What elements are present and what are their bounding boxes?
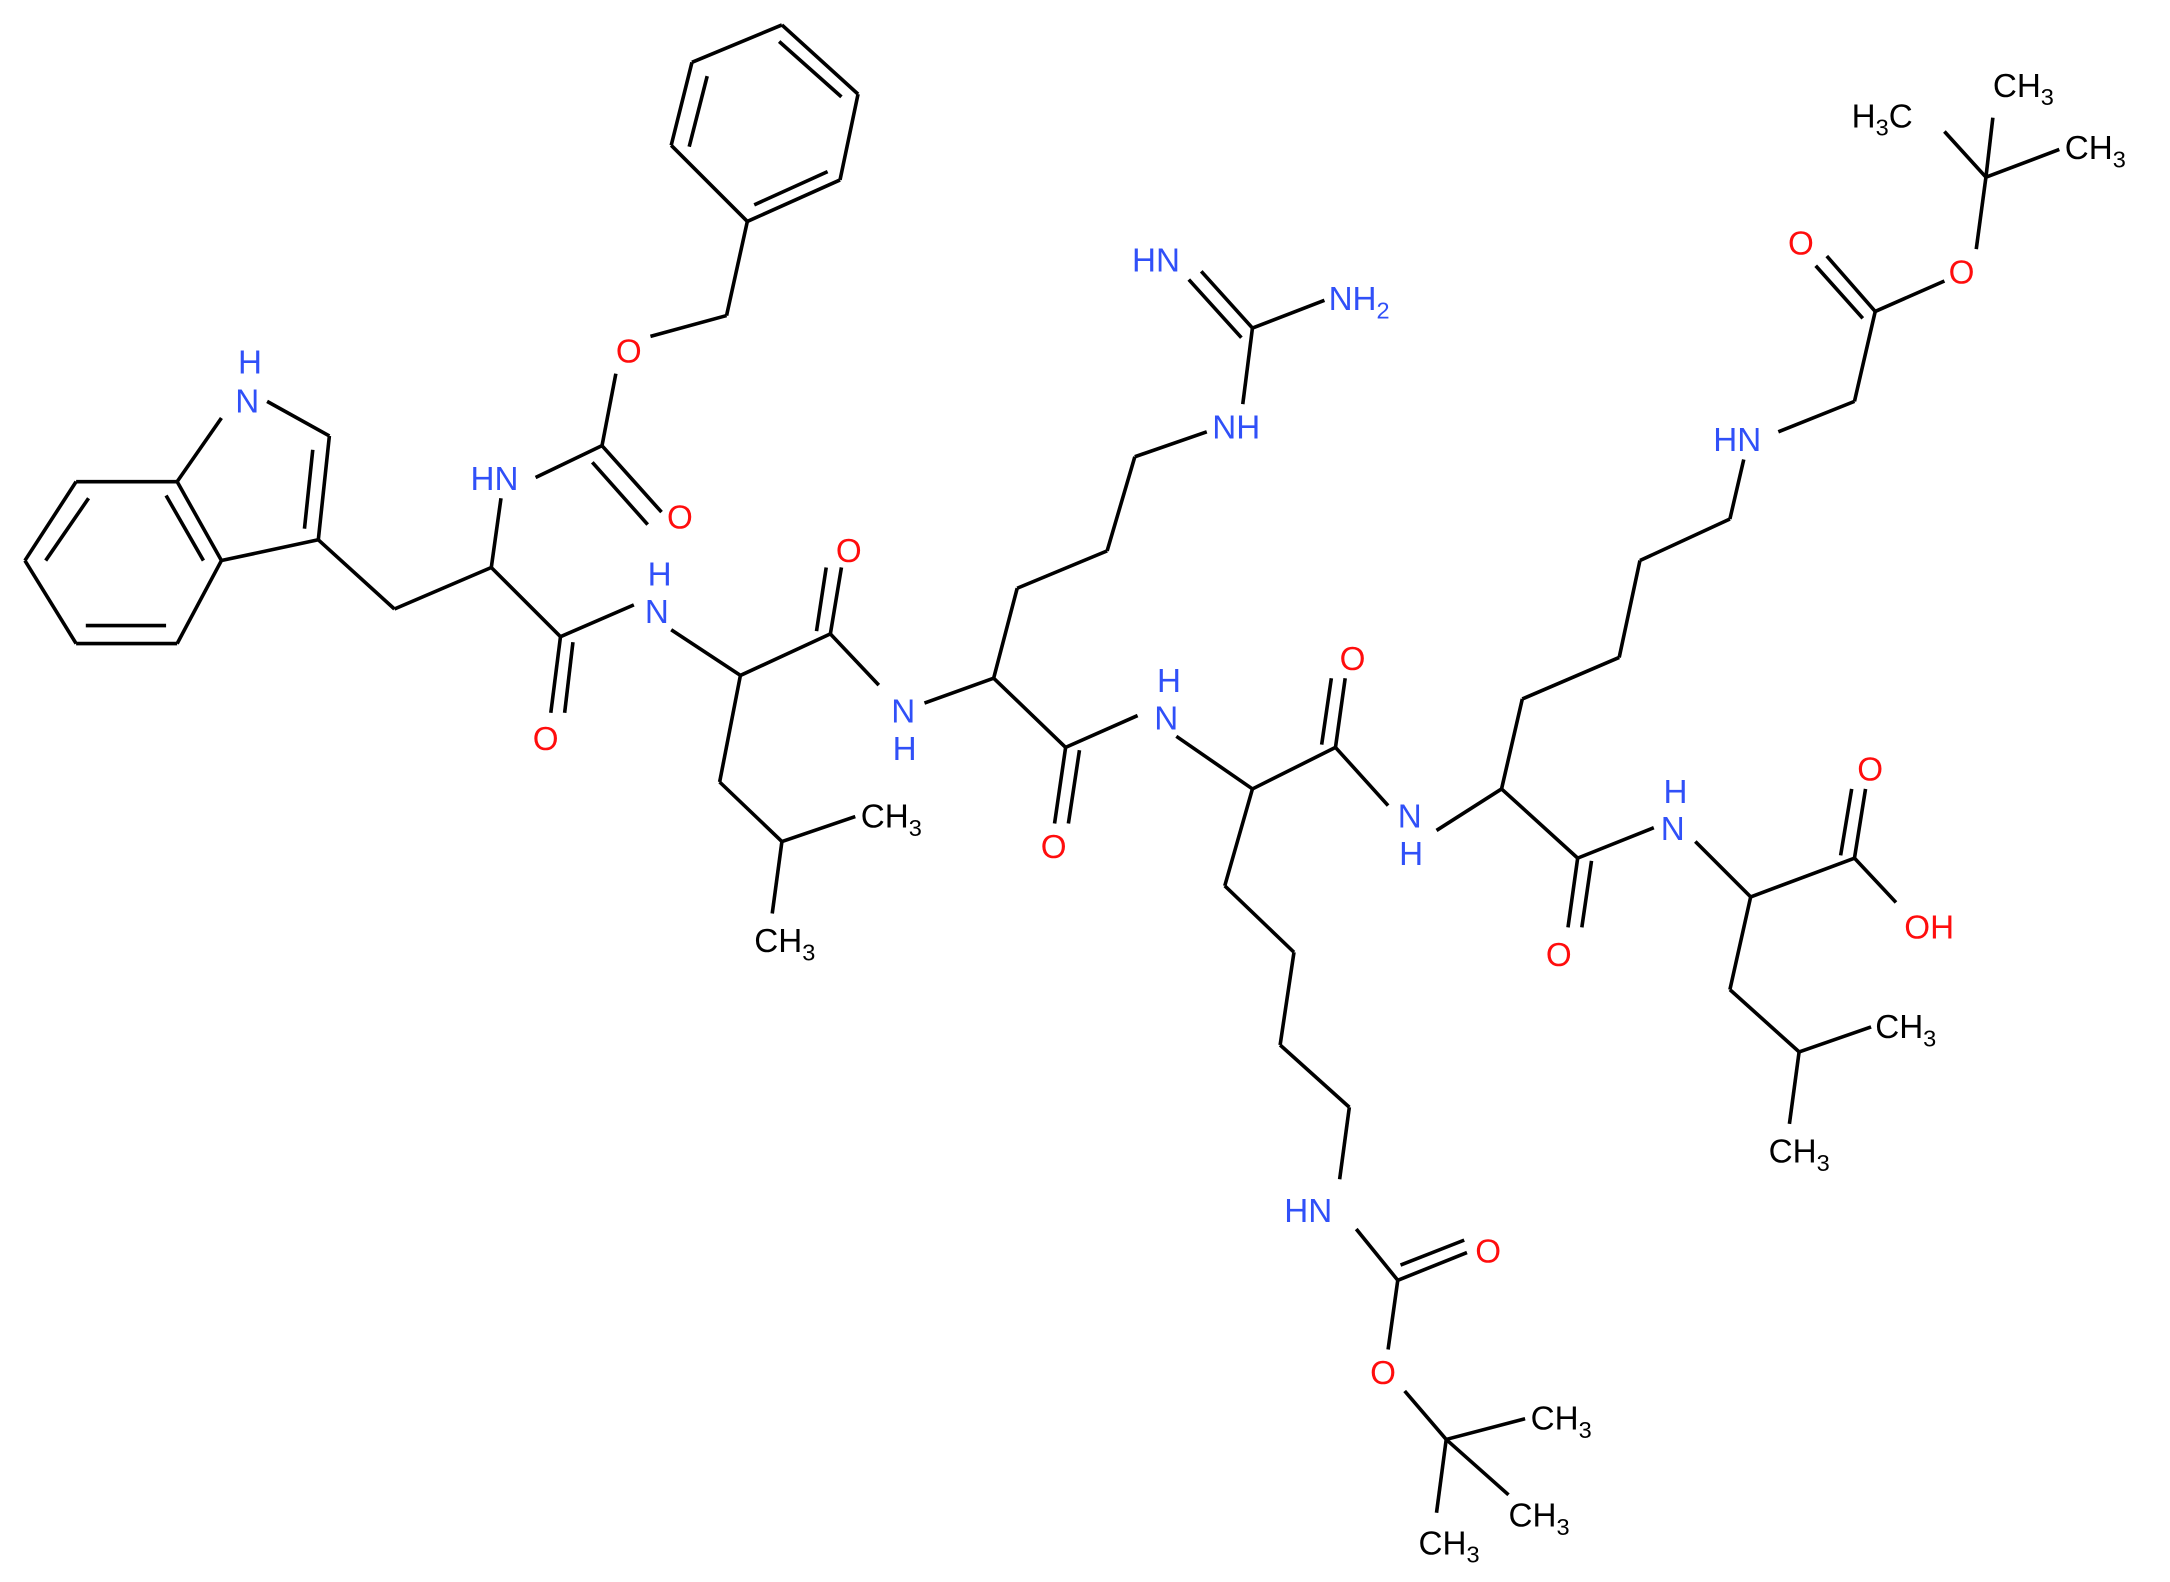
leu1-ch3-b-label: CH3: [754, 923, 815, 965]
lys-lys-n-label: N: [1398, 799, 1422, 836]
atom-label-part: CH: [754, 923, 802, 960]
tbu-ch3-a-label: CH3: [1993, 68, 2054, 110]
lys-leu-h-label: H: [1663, 774, 1687, 811]
leu-arg-n-label: N: [891, 693, 915, 730]
lys1-boc-ch3-c-label: CH3: [1419, 1525, 1480, 1567]
arg-lys-n-label: N: [1154, 700, 1178, 737]
lys-lys-h-label: H: [1399, 836, 1423, 873]
atom-label-part: CH: [1508, 1498, 1556, 1535]
atom-label-part: H: [1852, 98, 1876, 135]
atom-label-part: 3: [2041, 84, 2054, 110]
lys2-carbonyl-o-label: O: [1546, 937, 1572, 974]
atom-label-part: 3: [1579, 1417, 1592, 1443]
atom-label-part: 3: [1923, 1025, 1936, 1051]
trp-leu-n-label: N: [645, 594, 669, 631]
atom-labels: H N HN O O O H N O CH3 CH3 N H O NH HN N…: [235, 68, 2126, 1568]
arg-lys-h-label: H: [1157, 663, 1181, 700]
atom-label-part: 3: [2113, 146, 2126, 172]
atom-label-part: CH: [1993, 68, 2041, 105]
atom-label-part: CH: [1419, 1525, 1467, 1562]
lys1-boc-ester-o-label: O: [1370, 1355, 1396, 1392]
atom-label-part: 3: [1817, 1150, 1830, 1176]
leu-arg-h-label: H: [893, 731, 917, 768]
atom-label-part: CH: [1875, 1009, 1923, 1046]
tbu-ester-carbonyl-o-label: O: [1788, 226, 1814, 263]
lys-leu-n-label: N: [1661, 811, 1685, 848]
leu2-oh-label: OH: [1904, 909, 1954, 946]
atom-label-part: CH: [1769, 1134, 1817, 1171]
tbu-h3c-label: H3C: [1852, 98, 1913, 140]
lys1-carbonyl-o-label: O: [1340, 641, 1366, 678]
leu2-ch3-a-label: CH3: [1875, 1009, 1936, 1051]
arg-carbonyl-o-label: O: [1041, 829, 1067, 866]
cbz-carbonyl-o-label: O: [667, 500, 693, 537]
arg-guanidine-nh2-label: NH2: [1329, 281, 1390, 323]
atom-label-part: 3: [1556, 1514, 1569, 1540]
atom-label-part: CH: [2065, 130, 2113, 167]
lys1-boc-ch3-b-label: CH3: [1508, 1498, 1569, 1540]
tbu-ch3-b-label: CH3: [2065, 130, 2126, 172]
cbz-ester-o-label: O: [616, 334, 642, 371]
bonds: [23, 23, 2060, 1514]
indole-h-label: H: [238, 345, 262, 382]
atom-label-part: 2: [1377, 297, 1390, 323]
leu1-carbonyl-o-label: O: [836, 533, 862, 570]
atom-label-part: NH: [1329, 281, 1377, 318]
atom-label-part: CH: [1531, 1401, 1579, 1438]
arg-guanidine-nh-label: NH: [1212, 410, 1260, 447]
atom-label-part: CH: [861, 799, 909, 836]
atom-label-part: 3: [1876, 115, 1889, 141]
lys1-boc-nh-label: HN: [1284, 1193, 1332, 1230]
atom-label-part: 3: [1466, 1542, 1479, 1568]
atom-label-part: 3: [909, 815, 922, 841]
trp-leu-h-label: H: [648, 556, 672, 593]
atom-label-part: C: [1889, 98, 1913, 135]
lys1-boc-carbonyl-o-label: O: [1475, 1233, 1501, 1270]
tbu-ester-o-label: O: [1949, 255, 1975, 292]
lys2-side-nh-label: HN: [1713, 422, 1761, 459]
cbz-nh-label: HN: [471, 461, 519, 498]
leu1-ch3-a-label: CH3: [861, 799, 922, 841]
indole-n-label: N: [235, 383, 259, 420]
arg-guanidine-imine-label: HN: [1132, 242, 1180, 279]
trp-carbonyl-o-label: O: [533, 721, 559, 758]
atom-label-part: 3: [802, 940, 815, 966]
lys1-boc-ch3-a-label: CH3: [1531, 1401, 1592, 1443]
leu2-carbonyl-o-label: O: [1857, 752, 1883, 789]
leu2-ch3-b-label: CH3: [1769, 1134, 1830, 1176]
